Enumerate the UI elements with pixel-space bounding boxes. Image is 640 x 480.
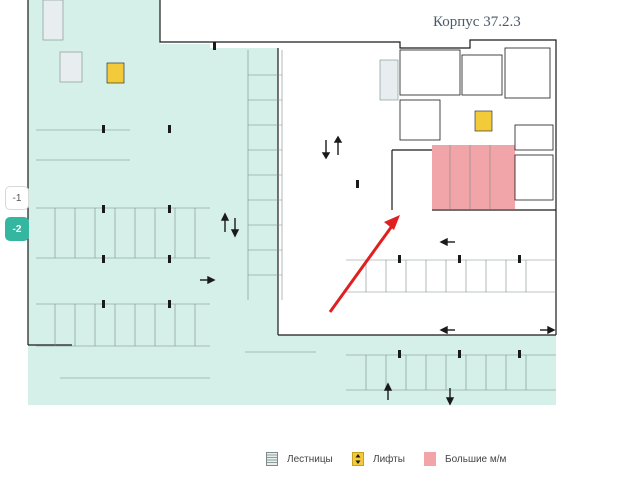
legend-item-stairs: Лестницы [266, 452, 333, 466]
legend-label-lifts: Лифты [373, 453, 405, 465]
lift-icon [106, 62, 125, 84]
lift-icon [352, 452, 364, 466]
walls-layer [27, 0, 557, 346]
level-button-minus-2[interactable]: -2 [5, 217, 29, 241]
stairs-icon [42, 0, 64, 41]
stairs [42, 0, 399, 101]
legend-item-large-spaces: Большие м/м [424, 452, 506, 466]
stairs-icon [59, 51, 83, 83]
traffic-arrows [200, 135, 556, 406]
level-button-minus-1[interactable]: -1 [5, 186, 29, 210]
building-title: Корпус 37.2.3 [433, 14, 521, 30]
large-space-swatch [424, 452, 436, 466]
service-rooms [399, 47, 554, 201]
legend-label-stairs: Лестницы [287, 453, 333, 465]
legend-item-lifts: Лифты [352, 452, 405, 466]
legend-label-large-spaces: Большие м/м [445, 453, 507, 465]
lifts [106, 62, 493, 132]
legend: Лестницы Лифты Большие м/м [0, 452, 640, 468]
columns [102, 42, 521, 358]
stairs-icon [379, 59, 399, 101]
parking-floor-plan[interactable] [0, 0, 640, 410]
stall-dividers [54, 74, 527, 390]
lift-icon [474, 110, 493, 132]
stairs-icon [266, 452, 278, 466]
level-switcher: -1 -2 [5, 186, 29, 248]
direction-arrow-icon [328, 215, 400, 313]
large-spaces-block[interactable] [432, 145, 515, 209]
